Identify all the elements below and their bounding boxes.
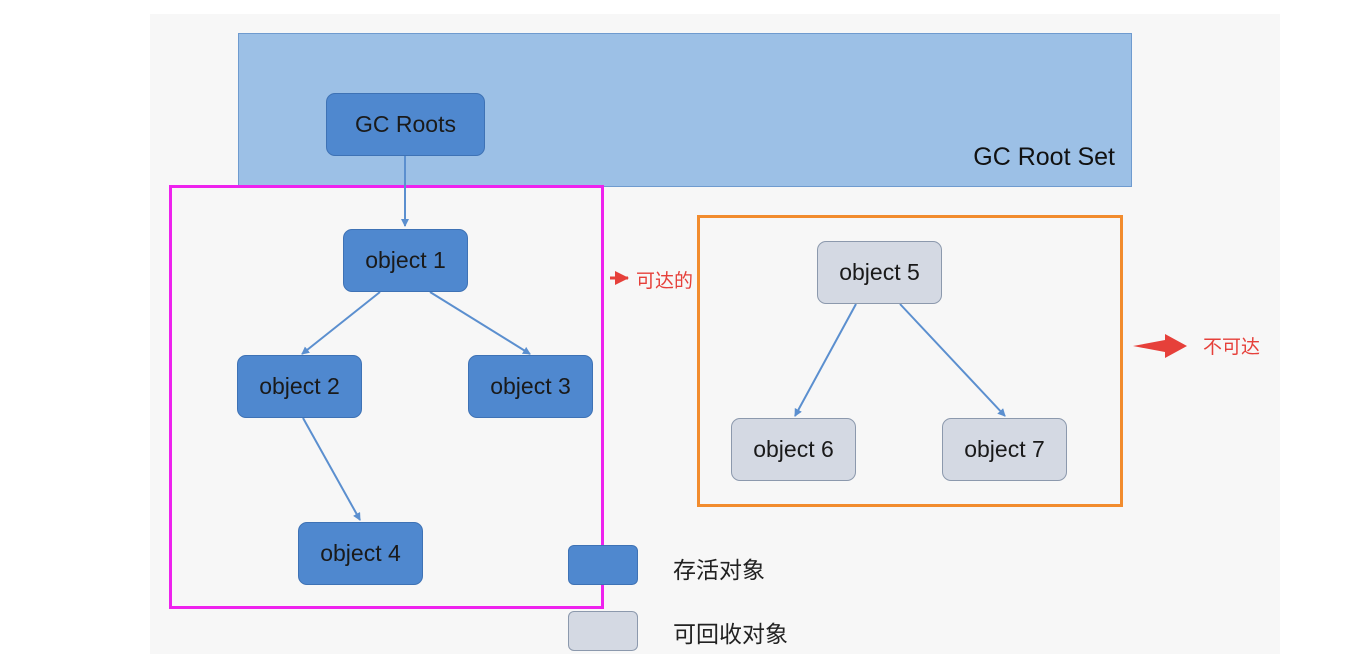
object-1-node: object 1 bbox=[343, 229, 468, 292]
gc-roots-label: GC Roots bbox=[355, 111, 456, 137]
legend-collectable-swatch bbox=[568, 611, 638, 651]
reachable-frame bbox=[169, 185, 604, 609]
object-2-node: object 2 bbox=[237, 355, 362, 418]
object-3-node: object 3 bbox=[468, 355, 593, 418]
object-4-label: object 4 bbox=[320, 540, 401, 566]
object-6-label: object 6 bbox=[753, 436, 834, 462]
object-7-label: object 7 bbox=[964, 436, 1045, 462]
gc-root-set-label: GC Root Set bbox=[973, 143, 1115, 171]
unreachable-annotation: 不可达 bbox=[1203, 336, 1261, 358]
object-6-node: object 6 bbox=[731, 418, 856, 481]
object-2-label: object 2 bbox=[259, 373, 340, 399]
legend-collectable-label: 可回收对象 bbox=[673, 622, 788, 648]
object-3-label: object 3 bbox=[490, 373, 571, 399]
object-4-node: object 4 bbox=[298, 522, 423, 585]
legend-live-label: 存活对象 bbox=[673, 558, 765, 584]
legend-live-swatch bbox=[568, 545, 638, 585]
object-7-node: object 7 bbox=[942, 418, 1067, 481]
object-5-node: object 5 bbox=[817, 241, 942, 304]
reachable-annotation: 可达的 bbox=[636, 270, 694, 292]
gc-roots-node: GC Roots bbox=[326, 93, 485, 156]
unreachable-frame bbox=[697, 215, 1123, 507]
object-1-label: object 1 bbox=[365, 247, 446, 273]
object-5-label: object 5 bbox=[839, 259, 920, 285]
